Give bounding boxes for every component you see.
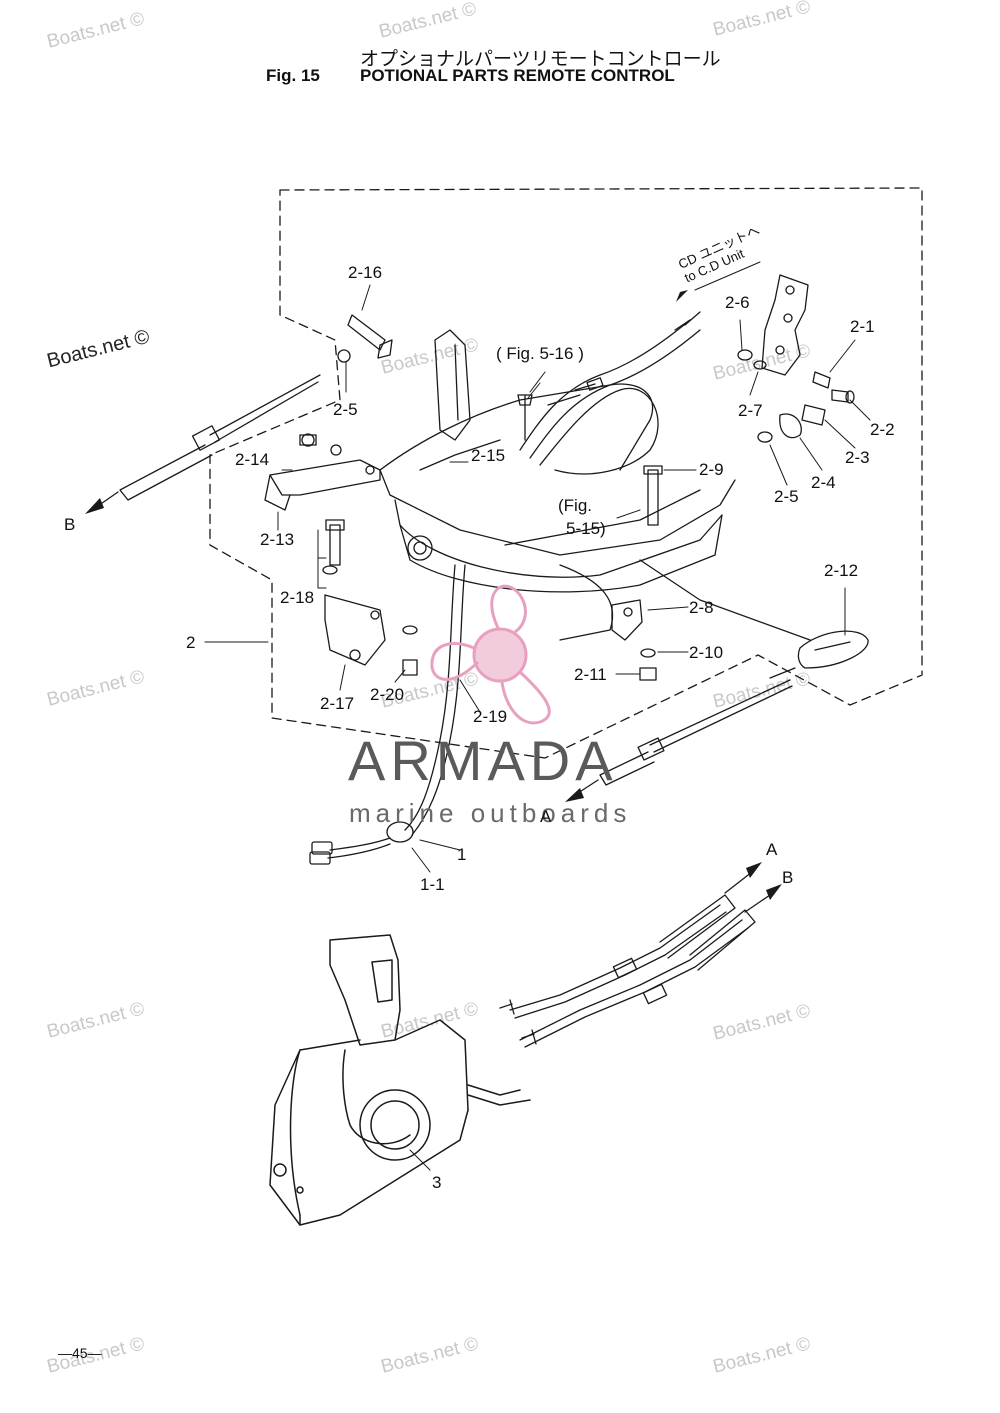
bracket-2-14 bbox=[264, 433, 381, 511]
part-label: 2-1 bbox=[850, 317, 875, 336]
part-label: 2-15 bbox=[471, 446, 506, 465]
arrowheads bbox=[85, 290, 782, 900]
cd-unit-arrow-line bbox=[694, 261, 761, 291]
remote-cables bbox=[499, 871, 771, 1048]
grommet-2-12 bbox=[797, 630, 869, 669]
part-label: 2-13 bbox=[260, 530, 295, 549]
part-label: 2-5 bbox=[333, 400, 358, 419]
part-label: 2-7 bbox=[738, 401, 763, 420]
cable-label-a: A bbox=[766, 840, 778, 859]
part-label: 2-18 bbox=[280, 588, 315, 607]
leader-lines bbox=[204, 284, 871, 1171]
part-label: 2-5 bbox=[774, 487, 799, 506]
figure-title-japanese: オプショナルパーツリモートコントロール bbox=[360, 48, 721, 70]
ref-fig-5-15-line1: (Fig. bbox=[558, 496, 592, 515]
remote-control-box bbox=[269, 934, 531, 1226]
cable-1 bbox=[309, 564, 466, 865]
bolt-2-16 bbox=[337, 314, 393, 363]
cable-b-upper bbox=[94, 374, 321, 509]
part-label: 2-17 bbox=[320, 694, 355, 713]
figure-number: Fig. 15 bbox=[266, 66, 320, 85]
cd-unit-wires bbox=[517, 311, 701, 475]
bracket-2-17 bbox=[322, 519, 418, 676]
bracket-2-8 bbox=[611, 599, 657, 681]
part-label: 2-2 bbox=[870, 420, 895, 439]
page-number: —45— bbox=[58, 1345, 102, 1361]
part-label: 2-12 bbox=[824, 561, 859, 580]
figure-title-english: POTIONAL PARTS REMOTE CONTROL bbox=[360, 66, 675, 85]
armada-propeller-logo bbox=[430, 584, 551, 725]
part-label: 2-9 bbox=[699, 460, 724, 479]
ref-fig-5-15-line2: 5-15) bbox=[566, 519, 606, 538]
cable-label-b: B bbox=[64, 515, 76, 534]
assembly-boundary bbox=[209, 187, 923, 759]
part-label: 1 bbox=[457, 845, 467, 864]
bracket-2-1 bbox=[643, 274, 855, 526]
lower-cowl-bracket bbox=[379, 329, 811, 641]
part-label: 2 bbox=[186, 633, 196, 652]
cable-a-lower bbox=[574, 667, 796, 796]
part-label: 2-14 bbox=[235, 450, 270, 469]
armada-tagline: marine outboards bbox=[349, 798, 632, 828]
part-label: 2-10 bbox=[689, 643, 724, 662]
part-label: 3 bbox=[432, 1173, 442, 1192]
cable-label-b: B bbox=[782, 868, 794, 887]
part-label: 2-8 bbox=[689, 598, 714, 617]
part-label: 2-11 bbox=[574, 665, 607, 684]
part-label: 2-3 bbox=[845, 448, 870, 467]
ref-fig-5-16: ( Fig. 5-16 ) bbox=[496, 344, 584, 363]
armada-brand: ARMADA bbox=[348, 729, 618, 792]
part-label: 2-20 bbox=[370, 685, 405, 704]
part-label: 2-6 bbox=[725, 293, 750, 312]
part-label: 1-1 bbox=[420, 875, 445, 894]
part-label: 2-16 bbox=[348, 263, 383, 282]
part-label: 2-19 bbox=[473, 707, 508, 726]
part-label: 2-4 bbox=[811, 473, 836, 492]
cable-label-a: A bbox=[540, 807, 552, 826]
